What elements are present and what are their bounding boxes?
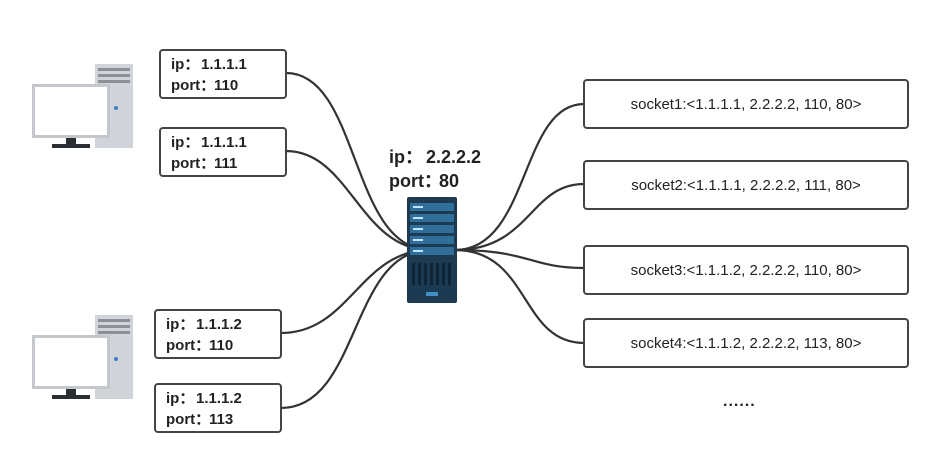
- client-port-value: 110: [209, 337, 234, 354]
- client-port-label: port：: [166, 337, 211, 354]
- more-sockets-ellipsis: ......: [723, 393, 756, 410]
- socket-label: socket3:<1.1.1.2, 2.2.2.2, 110, 80>: [630, 261, 862, 279]
- connection-socket-4: [454, 248, 585, 345]
- connection-socket-1: [454, 102, 585, 252]
- desktop-computer-icon: [32, 315, 133, 399]
- client-port-label: port：: [171, 77, 216, 94]
- server-port-line: port：80: [389, 169, 481, 193]
- client-ip-label: ip：: [171, 134, 200, 151]
- client-ip-label: ip：: [166, 390, 195, 407]
- socket-label: socket1:<1.1.1.1, 2.2.2.2, 110, 80>: [630, 95, 862, 113]
- socket-box-1: socket1:<1.1.1.1, 2.2.2.2, 110, 80>: [583, 79, 909, 129]
- socket-label: socket2:<1.1.1.1, 2.2.2.2, 111, 80>: [631, 176, 861, 194]
- connection-client-4: [280, 248, 431, 410]
- desktop-computer-icon: [32, 64, 133, 148]
- client-ip-value: 1.1.1.2: [196, 316, 242, 333]
- server-port-value: 80: [439, 171, 460, 191]
- connection-socket-2: [454, 182, 585, 252]
- client-ip-value: 1.1.1.2: [196, 390, 242, 407]
- server-ip-line: ip：2.2.2.2: [389, 145, 481, 169]
- client-port-label: port：: [166, 411, 211, 428]
- connection-socket-3: [454, 248, 585, 270]
- server-ip-value: 2.2.2.2: [426, 147, 482, 167]
- socket-box-2: socket2:<1.1.1.1, 2.2.2.2, 111, 80>: [583, 160, 909, 210]
- connection-client-1: [285, 71, 431, 252]
- connection-client-2: [285, 149, 431, 252]
- client-box-2: ip：1.1.1.1 port：111: [159, 127, 287, 177]
- client-box-4: ip：1.1.1.2 port：113: [154, 383, 282, 433]
- client-port-value: 113: [209, 411, 234, 428]
- socket-box-4: socket4:<1.1.1.2, 2.2.2.2, 113, 80>: [583, 318, 909, 368]
- client-box-3: ip：1.1.1.2 port：110: [154, 309, 282, 359]
- connection-client-3: [280, 248, 431, 335]
- client-ip-label: ip：: [171, 56, 200, 73]
- socket-box-3: socket3:<1.1.1.2, 2.2.2.2, 110, 80>: [583, 245, 909, 295]
- client-port-value: 110: [214, 77, 239, 94]
- client-port-label: port：: [171, 155, 216, 172]
- client-ip-label: ip：: [166, 316, 195, 333]
- client-ip-value: 1.1.1.1: [201, 56, 247, 73]
- client-ip-value: 1.1.1.1: [201, 134, 247, 151]
- server-port-label: port：: [389, 171, 442, 191]
- server-rack-icon: [407, 197, 457, 303]
- server-label: ip：2.2.2.2 port：80: [389, 145, 481, 193]
- client-port-value: 111: [214, 155, 238, 172]
- socket-label: socket4:<1.1.1.2, 2.2.2.2, 113, 80>: [630, 334, 862, 352]
- client-box-1: ip：1.1.1.1 port：110: [159, 49, 287, 99]
- server-ip-label: ip：: [389, 147, 423, 167]
